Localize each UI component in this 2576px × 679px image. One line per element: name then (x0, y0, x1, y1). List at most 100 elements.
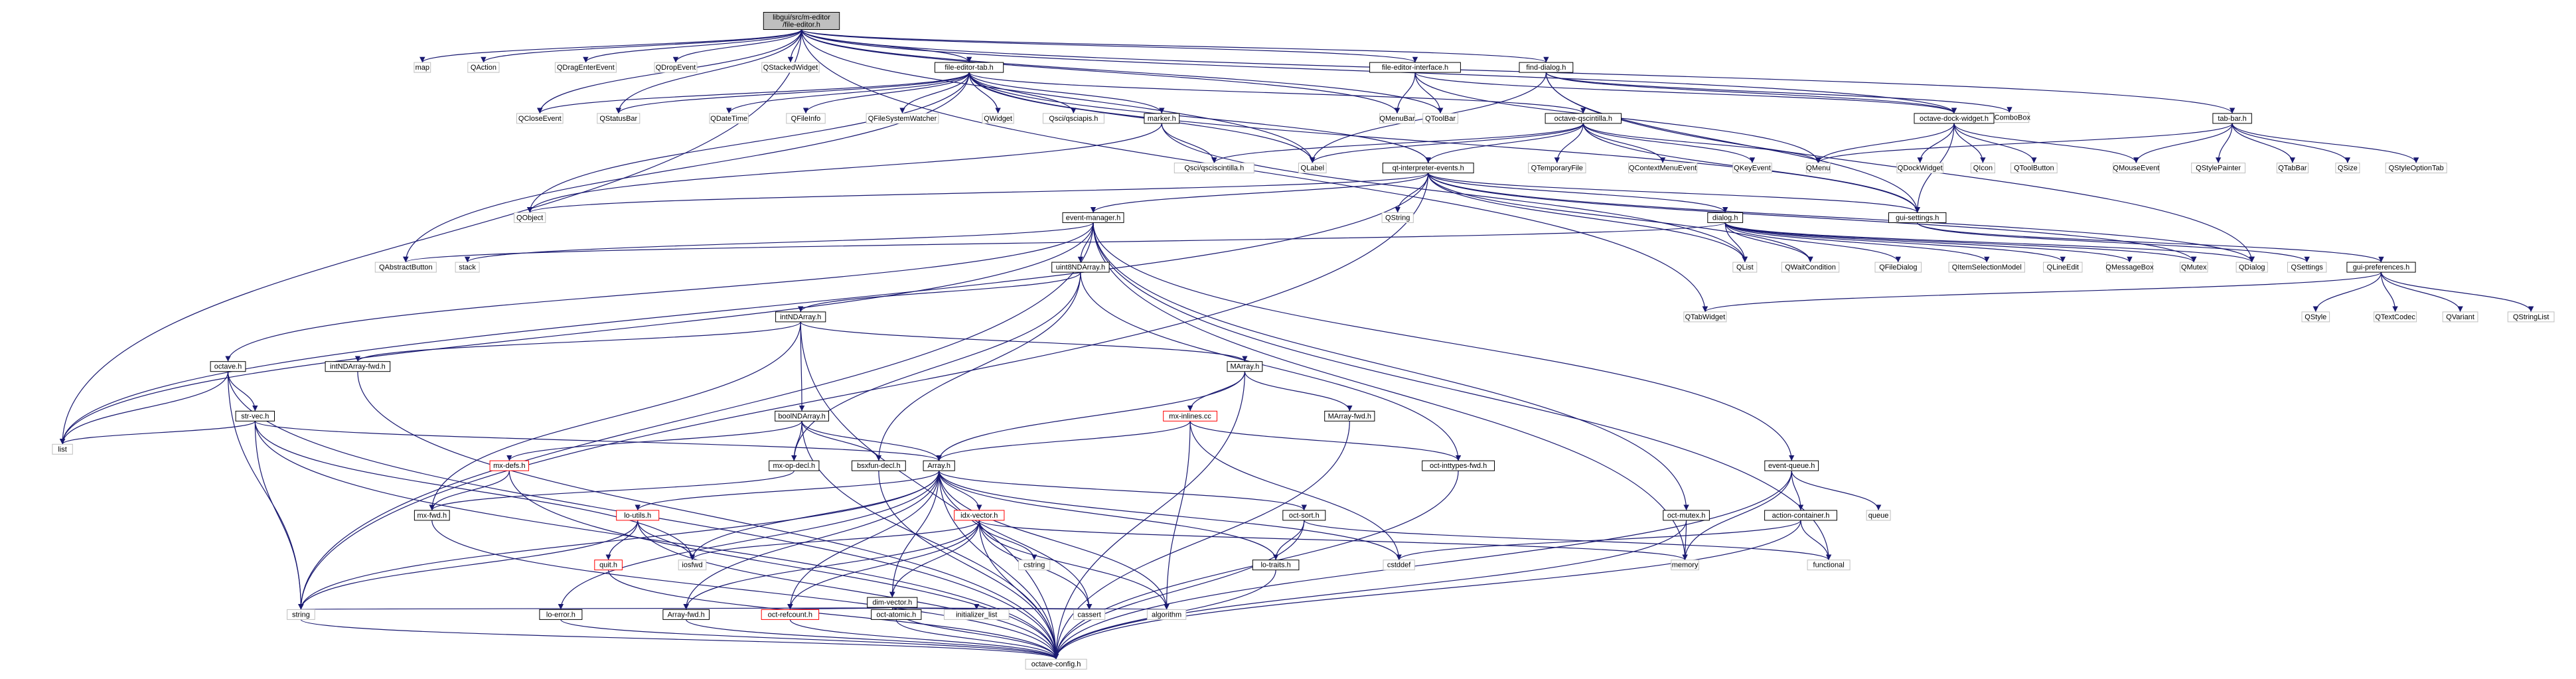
node-QDropEvent[interactable]: QDropEvent (654, 62, 698, 73)
node-file-editor-tab[interactable]: file-editor-tab.h (935, 62, 1004, 73)
node-QFileSystemWatcher[interactable]: QFileSystemWatcher (866, 113, 939, 124)
node-QCloseEvent[interactable]: QCloseEvent (516, 113, 564, 124)
node-oct-inttypes-fwd[interactable]: oct-inttypes-fwd.h (1422, 460, 1495, 471)
node-QMenu[interactable]: QMenu (1805, 163, 1831, 174)
node-QIcon[interactable]: QIcon (1970, 163, 1995, 174)
node-QComboBox[interactable]: QComboBox (1989, 112, 2030, 123)
node-quit[interactable]: quit.h (594, 560, 623, 571)
node-cstddef[interactable]: cstddef (1383, 560, 1415, 571)
node-gui-preferences[interactable]: gui-preferences.h (2346, 262, 2416, 273)
node-cassert[interactable]: cassert (1073, 609, 1106, 620)
node-QDateTime[interactable]: QDateTime (709, 113, 749, 124)
node-QStatusBar[interactable]: QStatusBar (597, 113, 641, 124)
node-find-dialog[interactable]: find-dialog.h (1519, 62, 1574, 73)
node-octave-dock-widget[interactable]: octave-dock-widget.h (1914, 113, 1995, 124)
node-QMenuBar[interactable]: QMenuBar (1379, 113, 1415, 124)
node-QLineEdit[interactable]: QLineEdit (2043, 262, 2083, 273)
node-qt-interpreter-events[interactable]: qt-interpreter-events.h (1382, 163, 1474, 174)
node-lo-error[interactable]: lo-error.h (539, 609, 583, 620)
node-MArray-fwd[interactable]: MArray-fwd.h (1324, 410, 1375, 421)
node-oct-mutex[interactable]: oct-mutex.h (1663, 510, 1710, 521)
node-QString[interactable]: QString (1381, 212, 1414, 223)
node-initializer-list[interactable]: initializer_list (944, 609, 1010, 620)
node-QAbstractButton[interactable]: QAbstractButton (374, 262, 437, 273)
node-QMouseEvent[interactable]: QMouseEvent (2113, 163, 2160, 174)
node-QTextCodec[interactable]: QTextCodec (2374, 311, 2417, 323)
node-algorithm[interactable]: algorithm (1146, 609, 1187, 620)
node-event-manager[interactable]: event-manager.h (1062, 212, 1124, 223)
node-QStackedWidget[interactable]: QStackedWidget (761, 62, 820, 73)
node-action-container[interactable]: action-container.h (1764, 510, 1837, 521)
node-oct-atomic[interactable]: oct-atomic.h (871, 609, 922, 620)
node-mx-inlines[interactable]: mx-inlines.cc (1163, 410, 1217, 421)
node-intNDArray-fwd[interactable]: intNDArray-fwd.h (325, 361, 391, 372)
node-lo-utils[interactable]: lo-utils.h (616, 510, 660, 521)
node-functional[interactable]: functional (1807, 560, 1851, 571)
node-QMutex[interactable]: QMutex (2179, 262, 2208, 273)
node-QSize[interactable]: QSize (2335, 163, 2360, 174)
node-dialog[interactable]: dialog.h (1707, 212, 1744, 223)
node-iosfwd[interactable]: iosfwd (678, 560, 707, 571)
node-QDragEnterEvent[interactable]: QDragEnterEvent (554, 62, 617, 73)
node-QContextMenuEvent[interactable]: QContextMenuEvent (1628, 163, 1698, 174)
node-str-vec[interactable]: str-vec.h (235, 410, 275, 421)
node-QAction[interactable]: QAction (467, 62, 500, 73)
node-memory[interactable]: memory (1671, 560, 1699, 571)
node-QDialog[interactable]: QDialog (2235, 262, 2268, 273)
node-MArray[interactable]: MArray.h (1227, 361, 1263, 372)
node-QList[interactable]: QList (1732, 262, 1758, 273)
node-mx-op-decl[interactable]: mx-op-decl.h (769, 460, 820, 471)
node-mx-fwd[interactable]: mx-fwd.h (414, 510, 450, 521)
node-QTabBar[interactable]: QTabBar (2276, 163, 2309, 174)
node-boolNDArray[interactable]: boolNDArray.h (775, 410, 829, 421)
node-QStyleOptionTab[interactable]: QStyleOptionTab (2385, 163, 2447, 174)
node-event-queue[interactable]: event-queue.h (1764, 460, 1819, 471)
node-stack[interactable]: stack (455, 262, 480, 273)
node-file-editor-interface[interactable]: file-editor-interface.h (1369, 62, 1461, 73)
node-mx-defs[interactable]: mx-defs.h (489, 460, 529, 471)
node-octave-qscintilla[interactable]: octave-qscintilla.h (1545, 113, 1622, 124)
node-QStylePainter[interactable]: QStylePainter (2191, 163, 2245, 174)
node-QKeyEvent[interactable]: QKeyEvent (1732, 163, 1772, 174)
node-root[interactable]: libgui/src/m-editor/file-editor.h (763, 12, 840, 30)
node-bsxfun-decl[interactable]: bsxfun-decl.h (852, 460, 906, 471)
node-string[interactable]: string (287, 609, 315, 620)
node-QFileDialog[interactable]: QFileDialog (1874, 262, 1922, 273)
node-intNDArray[interactable]: intNDArray.h (775, 311, 826, 323)
node-Qsci-qsciapis[interactable]: Qsci/qsciapis.h (1042, 113, 1104, 124)
node-map[interactable]: map (414, 62, 431, 73)
node-queue[interactable]: queue (1866, 510, 1891, 521)
node-octave-h[interactable]: octave.h (210, 361, 246, 372)
node-octave-config[interactable]: octave-config.h (1025, 658, 1087, 670)
node-Qsci-qsciscintilla[interactable]: Qsci/qsciscintilla.h (1174, 163, 1254, 174)
node-QObject[interactable]: QObject (514, 212, 546, 223)
node-gui-settings[interactable]: gui-settings.h (1888, 212, 1947, 223)
node-QMessageBox[interactable]: QMessageBox (2105, 262, 2154, 273)
node-idx-vector[interactable]: idx-vector.h (954, 510, 1005, 521)
node-QStringList[interactable]: QStringList (2507, 311, 2555, 323)
node-dim-vector[interactable]: dim-vector.h (867, 597, 918, 608)
node-QTemporaryFile[interactable]: QTemporaryFile (1528, 163, 1586, 174)
node-cstring[interactable]: cstring (1018, 560, 1051, 571)
node-QWaitCondition[interactable]: QWaitCondition (1781, 262, 1840, 273)
node-QTabWidget[interactable]: QTabWidget (1683, 311, 1727, 323)
node-oct-sort[interactable]: oct-sort.h (1282, 510, 1326, 521)
node-lo-traits[interactable]: lo-traits.h (1252, 560, 1300, 571)
node-tab-bar[interactable]: tab-bar.h (2212, 113, 2252, 124)
node-uint8NDArray[interactable]: uint8NDArray.h (1051, 262, 1110, 273)
node-QDockWidget[interactable]: QDockWidget (1896, 163, 1943, 174)
node-QFileInfo[interactable]: QFileInfo (786, 113, 826, 124)
node-QItemSelectionModel[interactable]: QItemSelectionModel (1948, 262, 2026, 273)
node-QVariant[interactable]: QVariant (2442, 311, 2478, 323)
node-marker[interactable]: marker.h (1144, 113, 1180, 124)
node-QWidget[interactable]: QWidget (982, 113, 1014, 124)
node-QSettings[interactable]: QSettings (2287, 262, 2327, 273)
node-QToolButton[interactable]: QToolButton (2010, 163, 2058, 174)
node-oct-refcount[interactable]: oct-refcount.h (761, 609, 820, 620)
node-QStyle[interactable]: QStyle (2301, 311, 2330, 323)
node-Array-fwd[interactable]: Array-fwd.h (662, 609, 710, 620)
node-list[interactable]: list (52, 443, 73, 455)
node-QLabel[interactable]: QLabel (1298, 163, 1327, 174)
node-QToolBar[interactable]: QToolBar (1422, 113, 1458, 124)
node-Array[interactable]: Array.h (923, 460, 955, 471)
